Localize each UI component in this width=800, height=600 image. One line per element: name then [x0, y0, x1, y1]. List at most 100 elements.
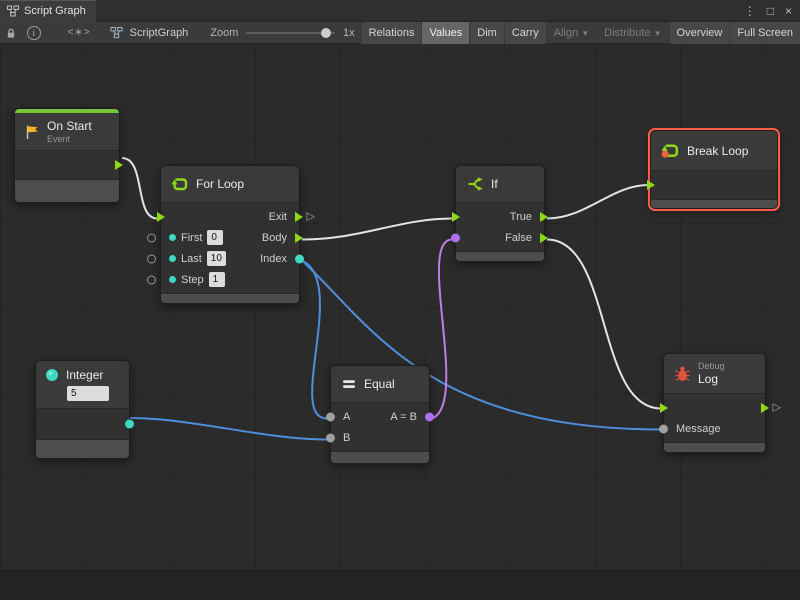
port-first-in[interactable]	[147, 233, 156, 242]
node-for-loop[interactable]: For Loop Exit ▷ First 0	[147, 165, 315, 304]
port-label-body: Body	[261, 231, 287, 244]
wire-index-to-equal-a[interactable]	[301, 259, 328, 420]
integer-type-dot	[169, 255, 176, 262]
dim-button[interactable]: Dim	[470, 21, 504, 44]
carry-button[interactable]: Carry	[504, 21, 546, 44]
port-label-b: B	[343, 431, 351, 444]
equal-icon	[343, 380, 355, 388]
port-condition-in[interactable]	[451, 233, 460, 242]
fullscreen-button[interactable]: Full Screen	[730, 21, 800, 44]
wire-onstart-to-forloop[interactable]	[121, 157, 158, 220]
port-log-flow-in[interactable]	[660, 402, 668, 413]
integer-icon	[46, 369, 58, 381]
port-log-flow-out[interactable]	[761, 402, 769, 413]
port-label-true: True	[509, 210, 532, 223]
align-button[interactable]: Align▼	[553, 26, 590, 39]
port-last-in[interactable]	[147, 254, 156, 263]
node-title: For Loop	[196, 177, 245, 191]
node-title: Log	[698, 372, 719, 386]
info-icon[interactable]: i	[27, 25, 41, 40]
wire-false-to-log[interactable]	[546, 238, 662, 410]
lock-icon[interactable]	[5, 27, 17, 39]
node-break-loop[interactable]: Break Loop	[647, 130, 778, 209]
node-footer	[664, 443, 765, 452]
port-label-first: First	[181, 231, 203, 244]
wire-true-to-breakloop[interactable]	[546, 184, 649, 220]
wire-equal-to-if-condition[interactable]	[431, 238, 453, 420]
port-message-in[interactable]	[659, 424, 668, 433]
breakloop-row-in	[647, 174, 777, 196]
node-debug-log[interactable]: Debug Log ▷ Message	[659, 353, 781, 453]
overview-button[interactable]: Overview	[669, 21, 730, 44]
node-footer	[651, 200, 777, 208]
node-title: Integer	[66, 368, 104, 382]
port-false-out[interactable]	[540, 232, 548, 243]
node-on-start[interactable]: On Start Event	[14, 108, 123, 203]
node-equal[interactable]: Equal A A = B B	[326, 365, 434, 464]
forloop-row-last-index: Last 10 Index	[147, 248, 304, 269]
port-label-a-equals-b: A = B	[390, 410, 417, 423]
node-title: Break Loop	[687, 143, 749, 158]
port-forloop-flow-in[interactable]	[157, 211, 165, 222]
branch-icon	[468, 177, 483, 191]
script-graph-icon	[7, 5, 19, 16]
window-maximize-button[interactable]: □	[766, 3, 774, 18]
port-b-in[interactable]	[326, 433, 335, 442]
chevron-down-icon: ▼	[581, 28, 590, 38]
node-title: Equal	[364, 377, 395, 391]
node-header: Integer	[36, 361, 129, 384]
port-label-a: A	[343, 410, 351, 423]
first-value-field[interactable]: 0	[207, 230, 224, 245]
distribute-button[interactable]: Distribute▼	[604, 26, 662, 39]
node-header: Break Loop	[651, 131, 777, 170]
port-onstart-flow-out[interactable]	[115, 160, 123, 170]
port-if-flow-in[interactable]	[452, 211, 460, 222]
window-controls: ⋮ □ ×	[744, 0, 800, 22]
window-close-button[interactable]: ×	[784, 3, 792, 18]
zoom-slider-handle[interactable]	[320, 27, 331, 38]
port-body-out[interactable]	[295, 232, 303, 243]
port-label-false: False	[505, 231, 532, 244]
graph-canvas[interactable]: On Start Event For Loop	[0, 44, 800, 570]
node-footer	[36, 440, 129, 458]
integer-type-dot	[169, 234, 176, 241]
zoom-slider[interactable]	[246, 27, 335, 38]
node-footer	[456, 252, 544, 261]
wire-integer-to-equal-b[interactable]	[129, 417, 328, 441]
port-true-out[interactable]	[540, 211, 548, 222]
node-header: Equal	[331, 366, 429, 402]
last-value-field[interactable]: 10	[206, 251, 226, 266]
step-value-field[interactable]: 1	[208, 272, 225, 287]
port-label-exit: Exit	[268, 210, 287, 223]
node-title: If	[491, 177, 498, 191]
port-step-in[interactable]	[147, 275, 156, 284]
node-footer	[161, 294, 299, 303]
integer-value-field[interactable]: 5	[67, 386, 109, 401]
graph-asset-icon	[110, 26, 123, 39]
port-index-out[interactable]	[295, 254, 304, 263]
port-equal-out[interactable]	[425, 412, 434, 421]
port-breakloop-flow-in[interactable]	[647, 180, 655, 190]
relation-triangle-icon: ▷	[772, 401, 781, 413]
wire-body-to-if[interactable]	[301, 217, 453, 241]
port-a-in[interactable]	[326, 412, 335, 421]
tab-script-graph[interactable]: Script Graph	[0, 0, 96, 22]
code-icon[interactable]: <∗>	[67, 27, 91, 38]
node-header: On Start Event	[15, 113, 119, 150]
event-accent-strip	[15, 109, 119, 113]
relations-button[interactable]: Relations	[361, 21, 422, 44]
port-integer-out[interactable]	[125, 419, 134, 429]
chevron-down-icon: ▼	[653, 28, 662, 38]
window-menu-button[interactable]: ⋮	[743, 3, 756, 18]
port-exit-out[interactable]	[295, 211, 303, 222]
wires-layer	[121, 157, 662, 441]
integer-type-dot	[169, 276, 176, 283]
node-if[interactable]: If True False	[451, 165, 548, 262]
values-button[interactable]: Values	[422, 21, 470, 44]
node-kicker: Debug	[698, 361, 725, 371]
zoom-value: 1x	[342, 26, 355, 39]
port-label-index: Index	[260, 252, 287, 265]
node-integer[interactable]: Integer 5	[35, 360, 134, 459]
log-row-flow: ▷	[660, 397, 781, 418]
equal-row-b: B	[326, 427, 429, 448]
